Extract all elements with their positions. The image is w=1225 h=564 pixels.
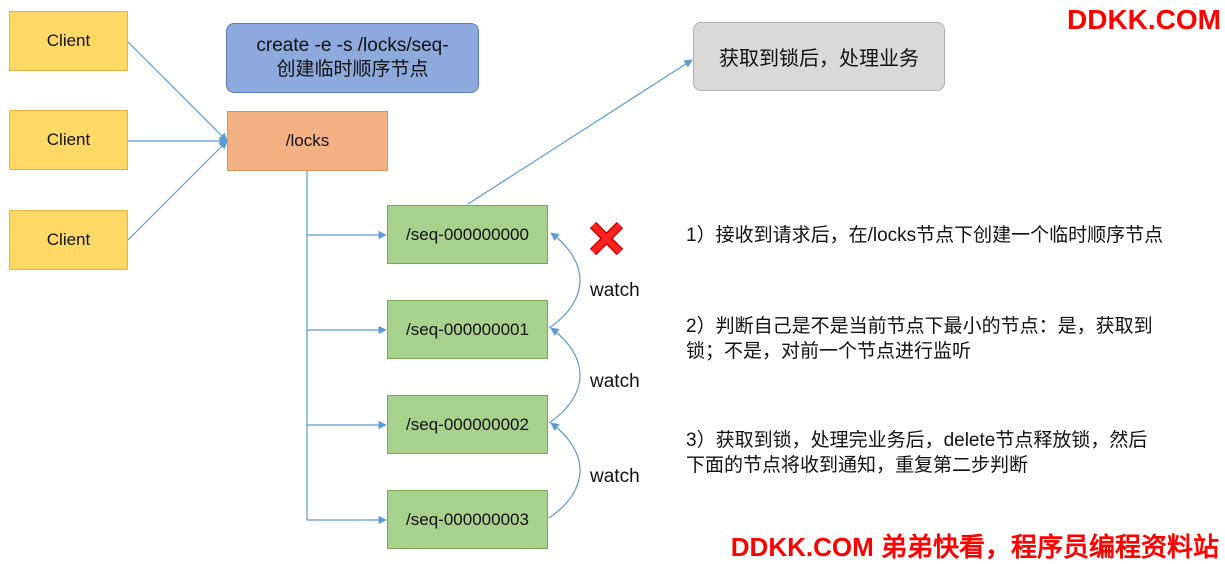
- step-1-line-1: 1）接收到请求后，在/locks节点下创建一个临时顺序节点: [686, 225, 1164, 246]
- result-box: 获取到锁后，处理业务: [693, 22, 945, 91]
- locks-node: /locks: [227, 111, 388, 171]
- seq-node-1: /seq-000000001: [387, 300, 548, 359]
- client3-arrow: [127, 140, 228, 241]
- client-box-2: Client: [9, 110, 128, 170]
- step-2-line-2: 锁；不是，对前一个节点进行监听: [686, 341, 972, 362]
- seq-node-3: /seq-000000003: [387, 490, 548, 549]
- step-2-line-1: 2）判断自己是不是当前节点下最小的节点：是，获取到: [686, 316, 1153, 337]
- watch-curve-1: [548, 232, 581, 329]
- client1-arrow: [127, 41, 228, 142]
- seq0-to-result-arrow: [467, 59, 693, 205]
- red-x-icon: [589, 221, 624, 256]
- watch-label-2: watch: [590, 371, 640, 392]
- watch-curve-3: [548, 422, 581, 519]
- client-box-1: Client: [9, 11, 128, 71]
- step-3-line-1: 3）获取到锁，处理完业务后，delete节点释放锁，然后: [686, 430, 1148, 451]
- seq-node-2: /seq-000000002: [387, 395, 548, 454]
- watermark-bottom: DDKK.COM 弟弟快看，程序员编程资料站: [730, 532, 1219, 562]
- seq-node-0: /seq-000000000: [387, 205, 548, 264]
- watch-label-3: watch: [590, 466, 640, 487]
- watch-label-1: watch: [590, 280, 640, 301]
- step-3-line-2: 下面的节点将收到通知，重复第二步判断: [686, 455, 1029, 476]
- watch-curve-2: [548, 327, 581, 424]
- step-2: 2）判断自己是不是当前节点下最小的节点：是，获取到 锁；不是，对前一个节点进行监…: [686, 314, 1221, 364]
- create-command-box: create -e -s /locks/seq- 创建临时顺序节点: [226, 23, 479, 93]
- command-line-2: 创建临时顺序节点: [276, 59, 429, 80]
- step-3: 3）获取到锁，处理完业务后，delete节点释放锁，然后 下面的节点将收到通知，…: [686, 428, 1221, 478]
- client-box-3: Client: [9, 210, 128, 270]
- command-line-1: create -e -s /locks/seq-: [256, 35, 449, 56]
- watermark-top: DDKK.COM: [1067, 4, 1221, 35]
- step-1: 1）接收到请求后，在/locks节点下创建一个临时顺序节点: [686, 223, 1221, 248]
